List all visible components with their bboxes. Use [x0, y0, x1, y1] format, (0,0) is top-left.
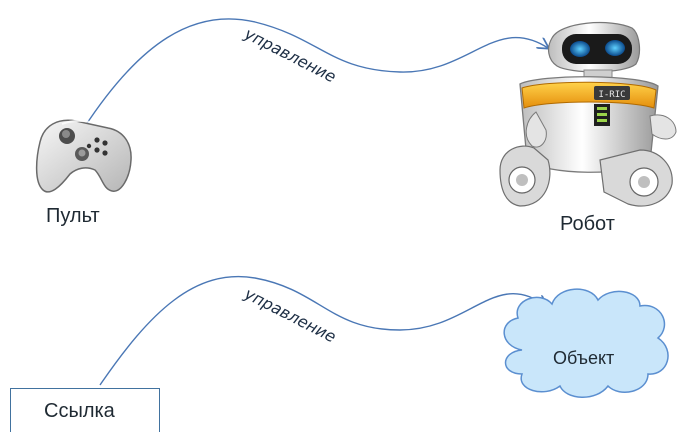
source-label-bottom: Ссылка — [44, 400, 115, 422]
edge-top-arrow — [79, 18, 548, 135]
robot-badge-text: I-RIC — [598, 90, 625, 100]
edge-bottom-arrow — [99, 276, 546, 386]
target-label-top: Робот — [560, 213, 615, 235]
target-label-bottom: Объект — [553, 348, 615, 368]
source-box-bottom — [10, 388, 160, 432]
source-label-top: Пульт — [46, 205, 100, 227]
